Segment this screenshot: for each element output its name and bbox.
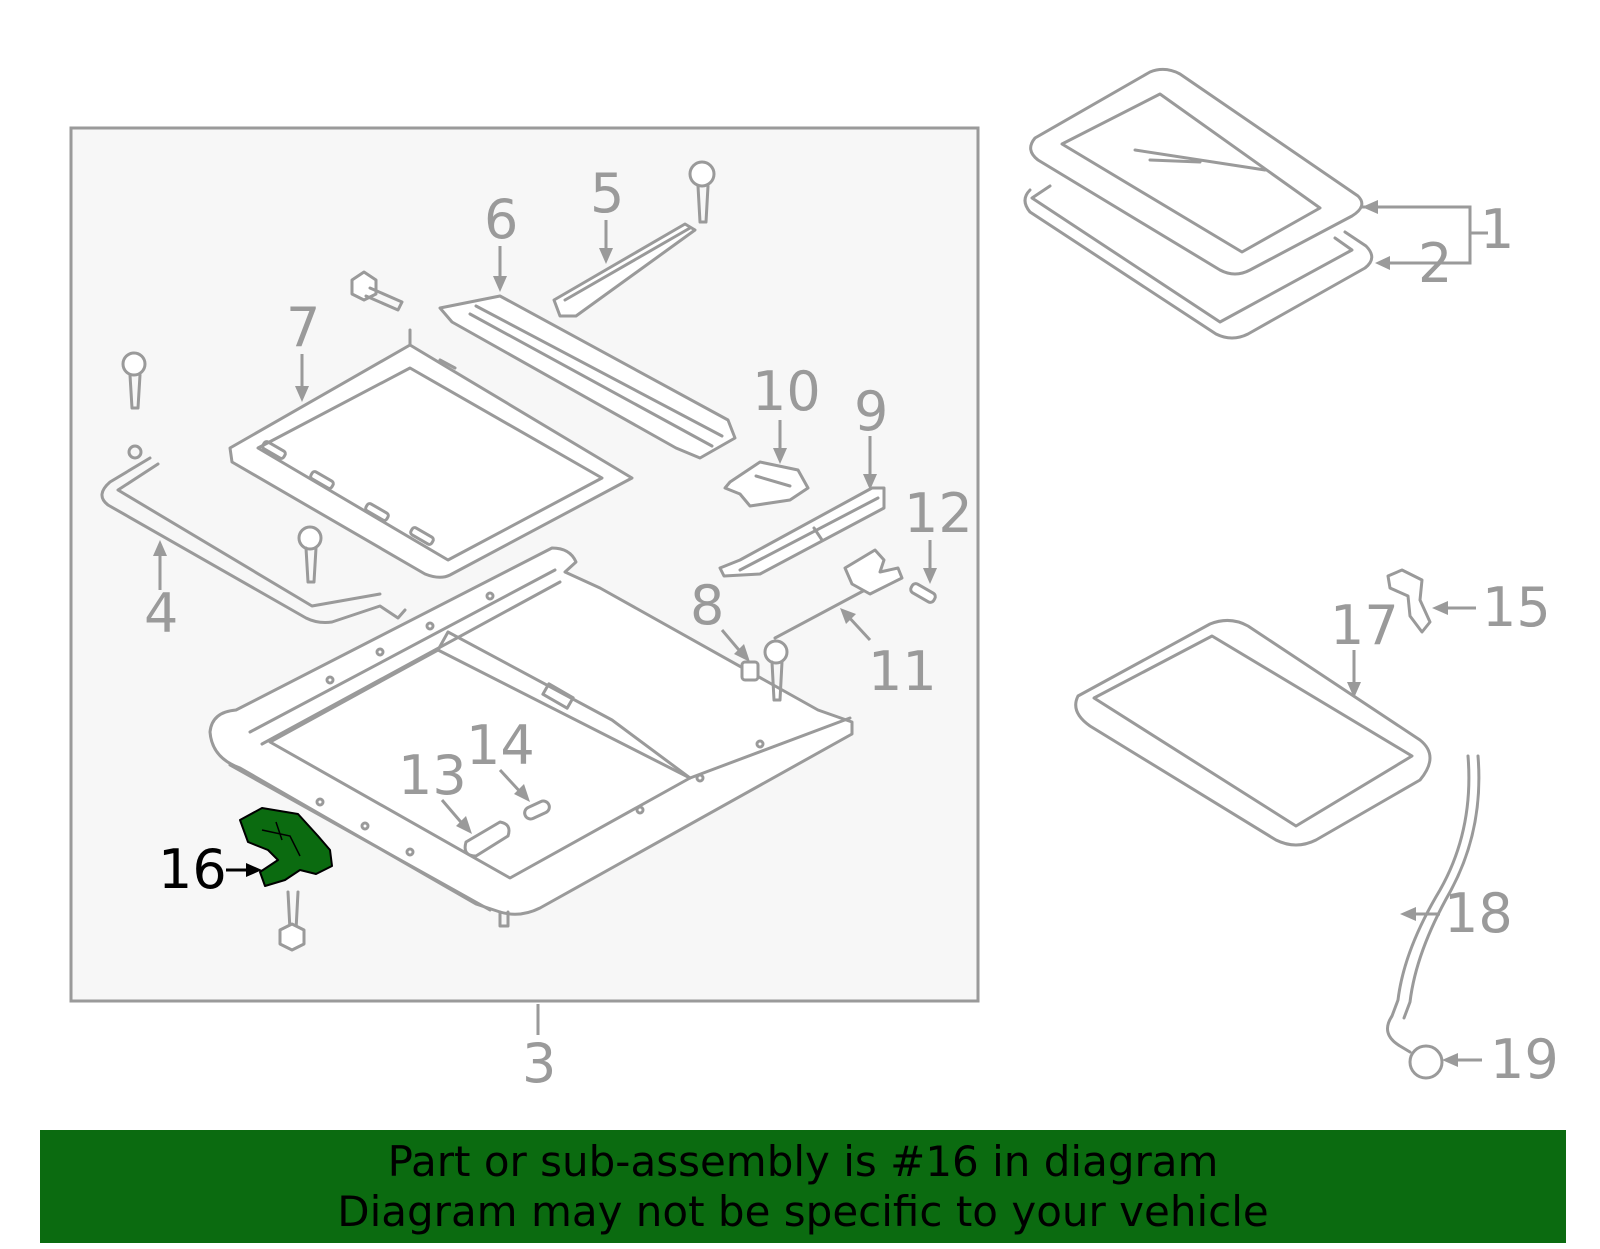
part-5-rail[interactable]	[552, 160, 716, 318]
callout-1[interactable]: 1	[1480, 198, 1514, 261]
part-12-clip[interactable]	[909, 582, 937, 604]
part-16-drive-motor[interactable]	[239, 807, 333, 887]
callout-11[interactable]: 11	[868, 640, 937, 703]
part-8-grommet[interactable]	[740, 660, 760, 682]
screw-middle	[297, 525, 323, 584]
callout-14[interactable]: 14	[466, 714, 535, 777]
part-4-deflector[interactable]	[100, 444, 407, 624]
part-13-bracket[interactable]	[463, 820, 511, 858]
callout-17[interactable]: 17	[1330, 594, 1399, 657]
part-9-guide[interactable]	[718, 486, 886, 578]
callout-7[interactable]: 7	[286, 296, 320, 359]
banner-line-disclaimer: Diagram may not be specific to your vehi…	[337, 1186, 1269, 1236]
callout-4[interactable]: 4	[144, 582, 178, 645]
part-15-bracket[interactable]	[1386, 568, 1432, 634]
part-1-glass[interactable]	[1029, 67, 1364, 276]
callout-2[interactable]: 2	[1418, 232, 1452, 295]
part-18-drain-hose[interactable]	[1386, 754, 1471, 1054]
info-banner: Part or sub-assembly is #16 in diagram D…	[40, 1130, 1566, 1243]
callout-5[interactable]: 5	[590, 162, 624, 225]
callout-13[interactable]: 13	[398, 744, 467, 807]
leader-lines	[153, 220, 1482, 1067]
leader-16	[226, 863, 262, 877]
sunroof-parts-diagram: 1 2 3 4 5 6 7 8 9 10 11 12 13 14 15 16 1…	[69, 67, 1559, 1095]
callout-3[interactable]: 3	[522, 1032, 556, 1095]
callout-6[interactable]: 6	[484, 188, 518, 251]
part-10-bracket[interactable]	[723, 460, 810, 508]
part-11-cable[interactable]	[773, 548, 904, 640]
callout-9[interactable]: 9	[854, 380, 888, 443]
screw-left	[121, 351, 147, 410]
leader-2-arrow	[1375, 256, 1390, 270]
banner-line-part-number: Part or sub-assembly is #16 in diagram	[387, 1136, 1219, 1186]
callout-19[interactable]: 19	[1490, 1028, 1559, 1091]
callout-18[interactable]: 18	[1444, 882, 1513, 945]
part-17-seal[interactable]	[1074, 619, 1432, 847]
callout-16[interactable]: 16	[158, 838, 227, 901]
bolt-upper[interactable]	[350, 270, 404, 312]
part-6-rail[interactable]	[438, 294, 737, 460]
part-7-frame[interactable]	[228, 328, 634, 579]
callout-12[interactable]: 12	[904, 482, 973, 545]
part-2-seal[interactable]	[1023, 184, 1374, 340]
screw-right	[763, 639, 789, 702]
leader-1	[1362, 205, 1472, 265]
part-14-pad[interactable]	[523, 799, 552, 821]
bolt-lower	[278, 890, 306, 952]
part-3-main-frame[interactable]	[208, 546, 854, 928]
callout-15[interactable]: 15	[1482, 576, 1551, 639]
callout-10[interactable]: 10	[752, 360, 821, 423]
callout-8[interactable]: 8	[690, 574, 724, 637]
part-19-clamp[interactable]	[1408, 1044, 1444, 1080]
leader-1-arrow	[1362, 200, 1378, 214]
